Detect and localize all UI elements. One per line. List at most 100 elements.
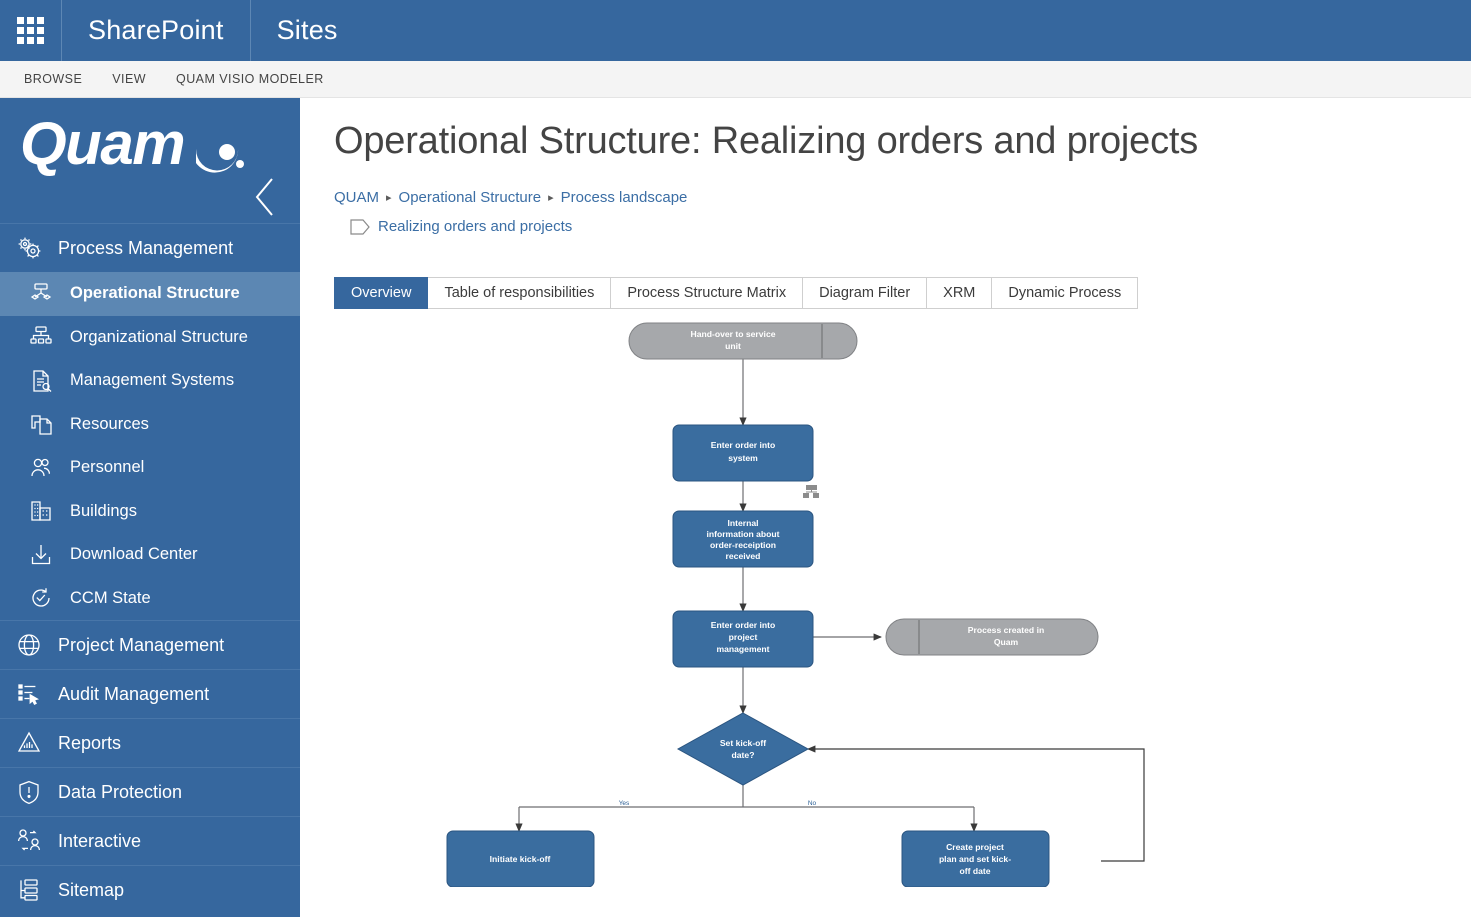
diagram-connectors bbox=[515, 359, 1145, 862]
svg-text:Set kick-off: Set kick-off bbox=[720, 738, 766, 748]
refresh-check-icon bbox=[26, 583, 56, 613]
svg-text:plan and set kick-: plan and set kick- bbox=[939, 854, 1011, 864]
svg-text:Create project: Create project bbox=[946, 842, 1004, 852]
sidebar-item-label: Personnel bbox=[70, 458, 145, 477]
sidebar-item-label: Management Systems bbox=[70, 371, 235, 390]
download-icon bbox=[26, 540, 56, 570]
svg-text:Internal: Internal bbox=[727, 518, 758, 528]
sidebar-section-label: Data Protection bbox=[58, 781, 183, 802]
svg-text:Quam: Quam bbox=[994, 637, 1019, 647]
tab-process-structure-matrix[interactable]: Process Structure Matrix bbox=[611, 277, 804, 309]
quam-logo[interactable]: Quam bbox=[0, 98, 300, 223]
current-process-node[interactable]: Realizing orders and projects bbox=[350, 218, 1471, 235]
node-process-created-in-quam[interactable]: Process created in Quam bbox=[885, 618, 1099, 656]
node-create-project-plan[interactable]: Create project plan and set kick- off da… bbox=[901, 830, 1050, 887]
node-internal-information-received[interactable]: Internal information about order-receipt… bbox=[672, 510, 814, 568]
breadcrumb-item-quam[interactable]: QUAM bbox=[334, 189, 379, 206]
node-enter-order-into-system[interactable]: Enter order into system bbox=[672, 424, 814, 482]
sidebar-item-download-center[interactable]: Download Center bbox=[0, 533, 300, 577]
svg-text:Process created in: Process created in bbox=[968, 625, 1044, 635]
ribbon-tab-view[interactable]: VIEW bbox=[112, 72, 147, 86]
sidebar-item-operational-structure[interactable]: Operational Structure bbox=[0, 272, 300, 316]
sidebar-section-project-management[interactable]: Project Management bbox=[0, 621, 300, 669]
ribbon-tab-browse[interactable]: BROWSE bbox=[24, 72, 83, 86]
node-set-kick-off-date-decision[interactable]: Set kick-off date? bbox=[676, 712, 810, 786]
page-title: Operational Structure: Realizing orders … bbox=[334, 120, 1199, 162]
sitemap-icon bbox=[14, 875, 44, 905]
sidebar-collapse-chevron-left-icon[interactable] bbox=[252, 176, 278, 218]
svg-text:information about: information about bbox=[706, 529, 779, 539]
document-search-icon bbox=[26, 366, 56, 396]
breadcrumb-separator-icon: ▸ bbox=[548, 192, 554, 204]
nav-group-process-management: Process Management Operational Structure bbox=[0, 223, 300, 620]
app-launcher-waffle-icon bbox=[17, 17, 44, 44]
sidebar-item-resources[interactable]: Resources bbox=[0, 403, 300, 447]
svg-text:date?: date? bbox=[732, 750, 755, 760]
sidebar-section-reports[interactable]: Reports bbox=[0, 719, 300, 767]
sidebar-section-audit-management[interactable]: Audit Management bbox=[0, 670, 300, 718]
edge-label-yes: Yes bbox=[619, 800, 630, 807]
svg-text:system: system bbox=[728, 453, 758, 463]
app-launcher-button[interactable] bbox=[0, 0, 62, 61]
nav-group-data-protection: Data Protection bbox=[0, 767, 300, 816]
sharepoint-brand-link[interactable]: SharePoint bbox=[62, 0, 251, 61]
sidebar-section-label: Reports bbox=[58, 732, 122, 753]
shield-alert-icon bbox=[14, 777, 44, 807]
nav-group-interactive: Interactive bbox=[0, 816, 300, 865]
node-hand-over-to-service-unit[interactable]: Hand-over to service unit bbox=[628, 322, 858, 360]
svg-text:received: received bbox=[726, 551, 761, 561]
node-enter-order-into-project-management[interactable]: Enter order into project management bbox=[672, 610, 814, 668]
operational-structure-icon bbox=[26, 279, 56, 309]
sidebar-section-label: Project Management bbox=[58, 634, 225, 655]
resources-icon bbox=[26, 409, 56, 439]
people-icon bbox=[26, 453, 56, 483]
svg-text:management: management bbox=[716, 644, 769, 654]
sidebar-section-interactive[interactable]: Interactive bbox=[0, 817, 300, 865]
breadcrumb-separator-icon: ▸ bbox=[386, 192, 392, 204]
svg-text:Initiate kick-off: Initiate kick-off bbox=[490, 854, 551, 864]
tab-overview[interactable]: Overview bbox=[334, 277, 429, 309]
nav-group-reports: Reports bbox=[0, 718, 300, 767]
suite-bar: SharePoint Sites bbox=[0, 0, 1471, 61]
sidebar-item-ccm-state[interactable]: CCM State bbox=[0, 577, 300, 621]
sidebar-item-label: CCM State bbox=[70, 588, 151, 607]
sidebar-item-buildings[interactable]: Buildings bbox=[0, 490, 300, 534]
left-navigation-sidebar: Quam Process bbox=[0, 98, 300, 917]
sidebar-item-label: Download Center bbox=[70, 545, 198, 564]
sidebar-section-label: Audit Management bbox=[58, 683, 210, 704]
tab-diagram-filter[interactable]: Diagram Filter bbox=[803, 277, 928, 309]
ribbon-tab-bar: BROWSE VIEW QUAM VISIO MODELER bbox=[0, 61, 1471, 98]
process-flow-diagram[interactable]: Yes No Hand-over to service unit Enter o… bbox=[334, 315, 1471, 887]
sidebar-section-label: Sitemap bbox=[58, 879, 125, 900]
globe-icon bbox=[14, 630, 44, 660]
sidebar-section-sitemap[interactable]: Sitemap bbox=[0, 866, 300, 914]
edge-label-no: No bbox=[808, 800, 817, 807]
buildings-icon bbox=[26, 496, 56, 526]
quam-logo-text: Quam bbox=[20, 110, 186, 177]
sidebar-item-organizational-structure[interactable]: Organizational Structure bbox=[0, 316, 300, 360]
tab-dynamic-process[interactable]: Dynamic Process bbox=[992, 277, 1139, 309]
tab-table-of-responsibilities[interactable]: Table of responsibilities bbox=[428, 277, 612, 309]
people-exchange-icon bbox=[14, 826, 44, 856]
svg-text:unit: unit bbox=[725, 341, 741, 351]
node-initiate-kick-off[interactable]: Initiate kick-off bbox=[446, 830, 595, 887]
sidebar-section-label: Process Management bbox=[58, 237, 234, 258]
breadcrumb-item-process-landscape[interactable]: Process landscape bbox=[560, 189, 688, 206]
edge-n8-n6-loopback bbox=[807, 745, 1145, 862]
quam-logo-mark-icon bbox=[196, 144, 244, 173]
sites-link[interactable]: Sites bbox=[276, 15, 338, 45]
svg-text:Enter order into: Enter order into bbox=[711, 440, 775, 450]
breadcrumb-item-operational-structure[interactable]: Operational Structure bbox=[398, 189, 542, 206]
org-chart-icon bbox=[26, 322, 56, 352]
main-content: Operational Structure: Realizing orders … bbox=[300, 98, 1471, 917]
sidebar-item-personnel[interactable]: Personnel bbox=[0, 446, 300, 490]
sidebar-section-data-protection[interactable]: Data Protection bbox=[0, 768, 300, 816]
svg-text:order-receiption: order-receiption bbox=[710, 540, 776, 550]
sidebar-item-management-systems[interactable]: Management Systems bbox=[0, 359, 300, 403]
ribbon-tab-quam-visio-modeler[interactable]: QUAM VISIO MODELER bbox=[176, 72, 324, 86]
current-process-label: Realizing orders and projects bbox=[378, 218, 573, 235]
tab-xrm[interactable]: XRM bbox=[927, 277, 993, 309]
sidebar-section-process-management[interactable]: Process Management bbox=[0, 224, 300, 272]
sidebar-item-label: Operational Structure bbox=[70, 284, 240, 303]
svg-text:Hand-over to service: Hand-over to service bbox=[690, 329, 775, 339]
